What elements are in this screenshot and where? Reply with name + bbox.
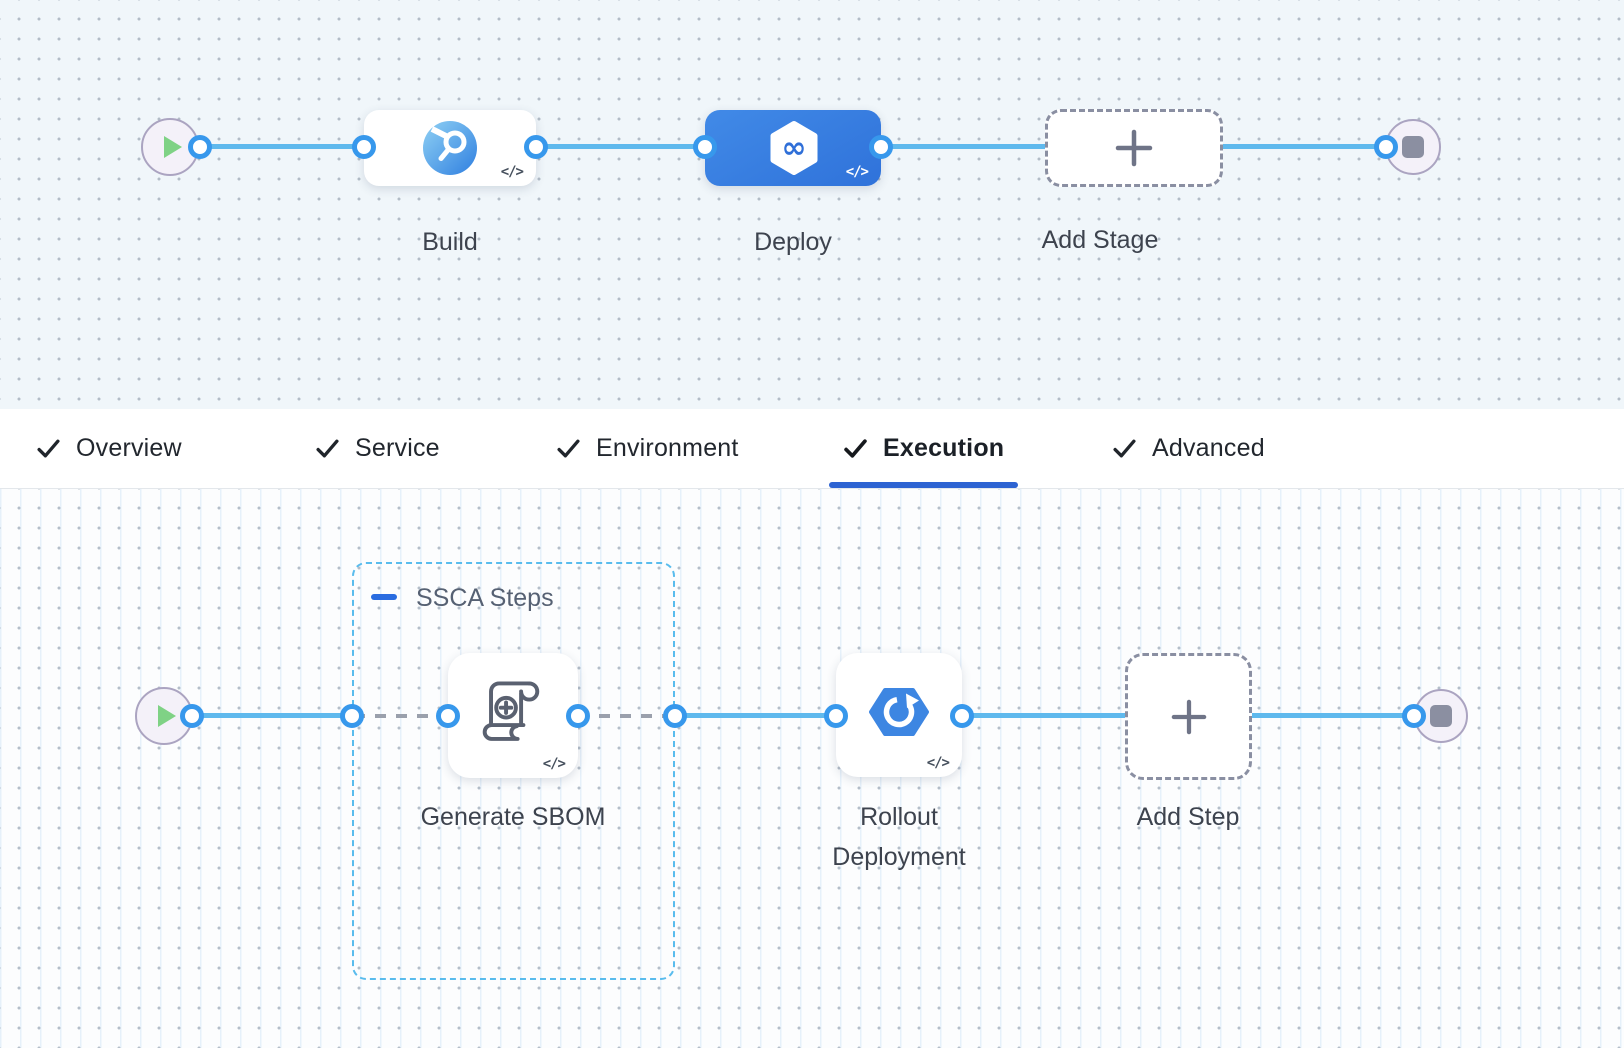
stage-start-node — [141, 118, 199, 176]
step-label-rollout-deployment: Rollout Deployment — [799, 797, 999, 877]
link-sbom-group — [578, 714, 675, 718]
step-card-rollout-deployment[interactable]: </> — [836, 653, 962, 777]
stage-config-tabs: Overview Service Environment Execution A… — [0, 409, 1624, 489]
sbom-scroll-icon — [476, 673, 550, 747]
ci-build-icon — [421, 119, 479, 177]
add-step-button[interactable] — [1125, 653, 1252, 780]
port — [180, 704, 204, 728]
link-group-sbom — [354, 714, 450, 718]
tab-label: Execution — [883, 434, 1005, 462]
add-stage-label: Add Stage — [1041, 226, 1159, 254]
collapse-group-icon[interactable] — [371, 594, 397, 600]
check-icon — [557, 439, 580, 458]
port — [340, 704, 364, 728]
step-label-generate-sbom: Generate SBOM — [420, 803, 606, 831]
svg-text:∞: ∞ — [782, 131, 807, 166]
port — [1402, 704, 1426, 728]
port — [524, 135, 548, 159]
stage-card-deploy[interactable]: ∞ </> — [705, 110, 881, 186]
check-icon — [37, 439, 60, 458]
code-badge: </> — [542, 756, 566, 772]
port — [1374, 135, 1398, 159]
play-icon — [157, 705, 176, 727]
port — [566, 704, 590, 728]
port — [352, 135, 376, 159]
port — [869, 135, 893, 159]
port — [188, 135, 212, 159]
tab-label: Advanced — [1152, 434, 1265, 462]
link-start-group — [192, 713, 354, 718]
execution-canvas: SSCA Steps </> — [0, 489, 1624, 1048]
tab-label: Overview — [76, 434, 182, 462]
step-label-line1: Rollout — [860, 803, 938, 831]
tab-execution[interactable]: Execution — [829, 409, 1019, 488]
stop-icon — [1430, 705, 1452, 727]
step-label-line2: Deployment — [832, 843, 966, 871]
plus-icon — [1171, 699, 1206, 734]
step-group-label: SSCA Steps — [416, 584, 554, 612]
code-badge: </> — [845, 164, 869, 180]
tab-overview[interactable]: Overview — [36, 409, 182, 488]
stage-canvas: </> ∞ </> — [0, 0, 1624, 409]
check-icon — [316, 439, 339, 458]
active-tab-underline — [829, 482, 1019, 488]
check-icon — [844, 439, 867, 458]
tab-environment[interactable]: Environment — [556, 409, 739, 488]
cd-deploy-icon: ∞ — [766, 120, 822, 176]
check-icon — [1113, 439, 1136, 458]
add-step-label: Add Step — [1136, 803, 1240, 831]
tab-advanced[interactable]: Advanced — [1112, 409, 1265, 488]
port — [693, 135, 717, 159]
rollout-deployment-icon — [868, 681, 930, 743]
port — [436, 704, 460, 728]
stage-card-build[interactable]: </> — [364, 110, 536, 186]
stage-label-deploy: Deploy — [754, 228, 832, 256]
link-start-build — [200, 144, 366, 149]
play-icon — [163, 136, 182, 158]
step-card-generate-sbom[interactable]: </> — [448, 653, 578, 778]
link-group-rollout — [675, 713, 838, 718]
tab-label: Environment — [596, 434, 739, 462]
code-badge: </> — [926, 755, 950, 771]
tab-label: Service — [355, 434, 440, 462]
port — [663, 704, 687, 728]
link-build-deploy — [536, 144, 707, 149]
stage-label-build: Build — [422, 228, 478, 256]
stop-icon — [1402, 136, 1424, 158]
port — [950, 704, 974, 728]
step-group-ssca[interactable] — [352, 562, 675, 980]
tab-service[interactable]: Service — [315, 409, 440, 488]
plus-icon — [1115, 129, 1153, 167]
port — [824, 704, 848, 728]
add-stage-button[interactable] — [1045, 109, 1223, 187]
code-badge: </> — [500, 164, 524, 180]
